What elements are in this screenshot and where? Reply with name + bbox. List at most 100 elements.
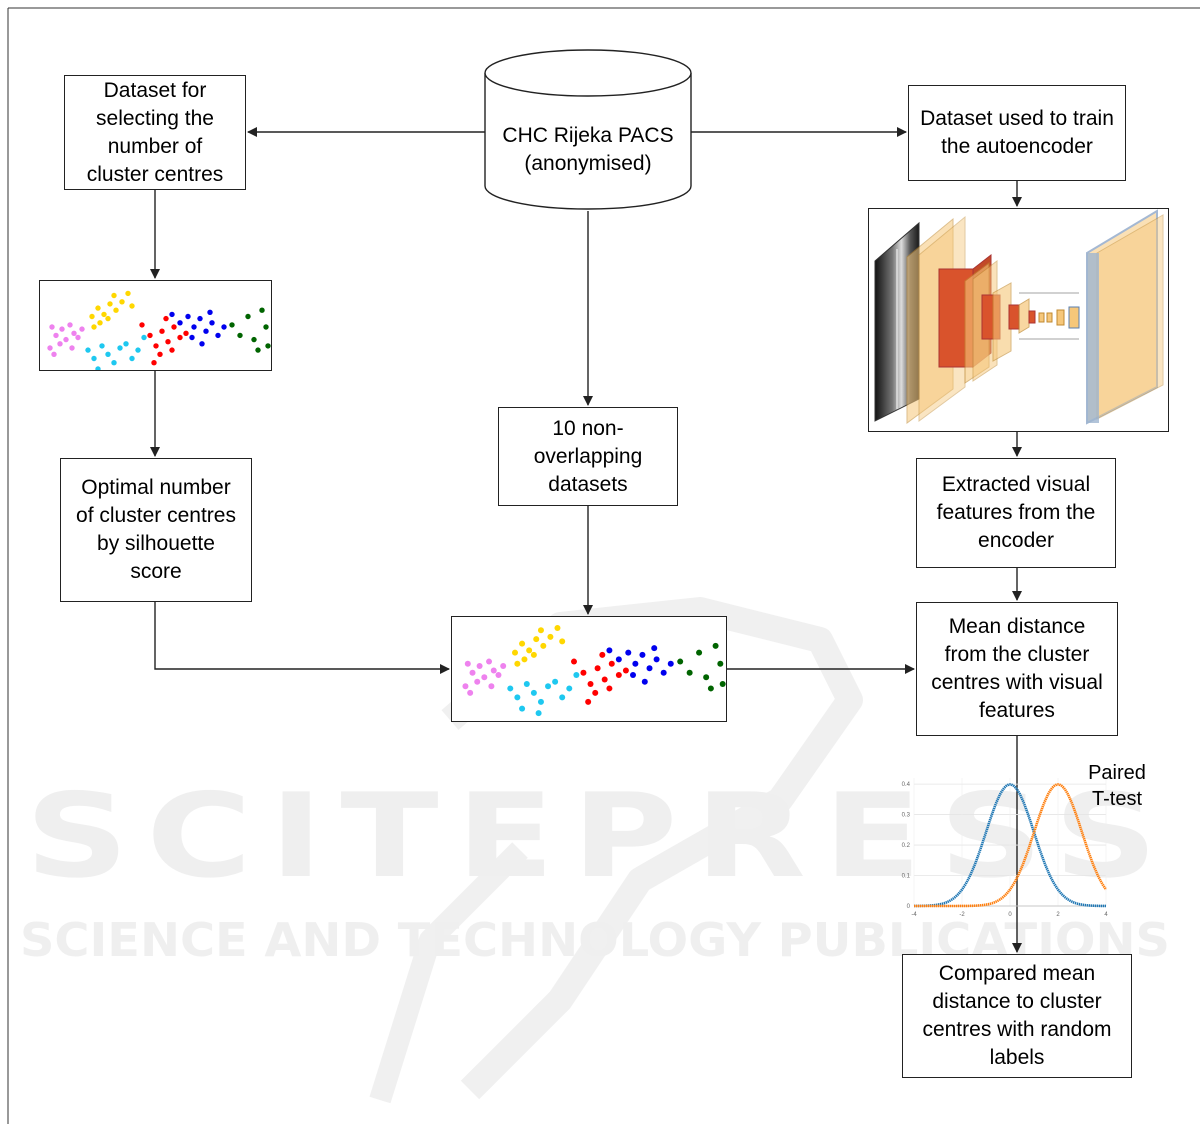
cluster-point-blue [189,334,195,341]
density-y-tick: 0 [907,904,911,910]
cluster-point-red [592,689,599,696]
cluster-point-violet [67,322,73,328]
cluster-point-violet [63,336,69,343]
cluster-point-blue [630,672,636,678]
cluster-point-violet [79,326,85,332]
cluster-point-blue [207,309,213,315]
cluster-point-red [615,672,622,678]
cluster-point-green [696,649,703,656]
density-x-tick: 4 [1104,912,1108,918]
cluster-point-blue [651,645,658,652]
cluster-point-violet [481,674,488,681]
cluster-point-skyblue [566,685,573,692]
cluster-point-violet [53,332,59,339]
ttest-line-1: Paired [1088,762,1146,784]
cluster-point-gold [537,627,544,634]
cluster-point-skyblue [95,366,101,370]
cluster-point-violet [464,660,471,667]
cluster-point-skyblue [105,351,111,357]
cluster-point-blue [215,332,221,339]
cluster-point-blue [632,660,639,667]
cluster-point-skyblue [514,694,521,701]
cluster-point-red [606,685,613,692]
cluster-point-skyblue [117,345,123,351]
cluster-point-skyblue [109,371,114,372]
cluster-point-skyblue [91,355,97,362]
arrow-optimal-to-scatter [154,602,450,674]
cluster-point-violet [467,689,474,696]
dataset-train-line-1: Dataset used to train [920,107,1114,130]
cluster-point-red [571,658,577,665]
cluster-point-gold [91,324,97,330]
pacs-label: CHC Rijeka PACS (anonymised) [485,122,691,178]
cluster-point-violet [500,663,507,670]
dataset-select-line-1: Dataset for [103,78,207,102]
cluster-point-green [245,313,251,320]
non-overlap-line-3: datasets [548,472,628,496]
cluster-point-violet [462,683,469,690]
cluster-point-green [712,642,719,649]
connectors [150,127,1022,953]
cluster-point-skyblue [519,705,526,712]
cluster-point-red [580,669,587,676]
cluster-point-red [622,667,629,674]
extracted-line-2: features from the [936,501,1096,524]
cluster-point-green [707,685,714,692]
cluster-point-skyblue [552,678,559,685]
cluster-point-violet [476,663,483,670]
ttest-line-2: T-test [1091,788,1142,810]
cluster-point-blue [191,324,197,330]
cluster-point-gold [125,290,131,297]
dataset-select-line-3: number of [107,134,203,158]
cluster-point-gold [512,649,518,656]
cluster-point-skyblue [123,341,129,347]
cluster-point-skyblue [507,685,514,692]
cluster-point-gold [113,307,119,313]
cluster-point-gold [533,636,540,643]
cluster-point-gold [526,647,533,654]
pacs-line-2: (anonymised) [524,152,652,175]
cluster-point-blue [209,320,215,326]
cluster-point-gold [530,651,537,658]
mean-distance-box: Mean distance from the cluster centres w… [916,602,1118,736]
density-x-tick: -4 [911,912,917,918]
mean-distance-line-3: centres with visual [931,671,1103,694]
cluster-point-red [587,680,594,687]
density-y-tick: 0.1 [902,874,911,880]
cluster-point-violet [47,345,53,351]
optimal-line-1: Optimal number [81,476,231,499]
cluster-point-violet [75,334,81,341]
cluster-point-skyblue [111,360,117,366]
optimal-line-3: by silhouette [97,532,215,555]
cluster-point-gold [554,624,561,631]
extracted-features-box: Extracted visual features from the encod… [916,458,1116,568]
cluster-point-blue [199,341,205,347]
watermark-main: SCITEPRESS [25,769,1175,904]
compared-line-4: labels [989,1046,1045,1069]
cluster-point-gold [129,303,135,309]
cluster-point-green [229,322,235,328]
cluster-point-violet [495,672,502,678]
cluster-point-violet [71,330,77,336]
compared-line-2: distance to cluster [932,990,1102,1013]
cluster-point-red [601,676,608,683]
density-x-tick: 2 [1056,912,1060,918]
cluster-point-skyblue [141,334,147,341]
cluster-point-skyblue [559,694,566,701]
cluster-point-blue [660,669,667,676]
cluster-point-skyblue [85,347,91,353]
cluster-point-red [177,334,183,341]
density-y-tick: 0.4 [902,782,911,788]
cluster-point-gold [95,305,101,311]
density-x-tick: 0 [1008,912,1012,918]
density-x-tick: -2 [959,912,965,918]
cluster-point-gold [89,313,95,320]
cluster-point-skyblue [545,683,552,690]
cluster-point-skyblue [129,355,135,362]
cluster-point-violet [469,669,476,676]
cluster-point-blue [606,647,613,654]
cluster-point-red [159,328,165,334]
ttest-label: Paired T-test [1064,760,1170,812]
cluster-point-blue [169,311,175,318]
